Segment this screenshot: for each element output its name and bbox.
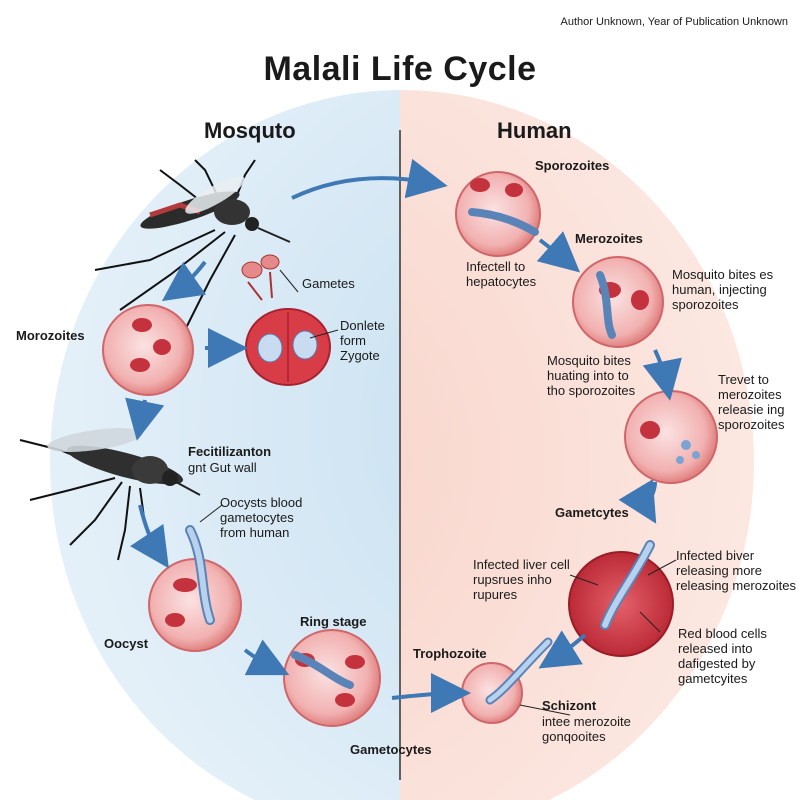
label-infected-biver: Infected biver releasing more releasing … [676, 548, 796, 593]
label-trevet: Trevet to merozoites releasie ing sporoz… [718, 372, 785, 432]
arrow-oocyst-to-ring [243, 639, 290, 676]
label-mosquito-bites: Mosquito bites huating into to tho sporo… [547, 353, 636, 398]
mosquito-half-background [50, 90, 400, 800]
arrow-sporozoite-to-merozoite [536, 231, 581, 273]
ring-stage-cell [283, 629, 381, 727]
label-infected-liver: Infected liver cell rupsrues inho rupure… [473, 557, 570, 602]
label-oocysts-blood: Oocysts blood gametocytes from human [220, 495, 303, 540]
label-gametocytes-bottom: Gametocytes [350, 742, 432, 757]
arrow-merozoite-to-liver [642, 349, 682, 401]
label-zygote: Donlete form Zygote [340, 318, 385, 363]
zygote-cell [245, 308, 331, 386]
section-heading-human: Human [497, 118, 572, 143]
mosquito-left-illustration [19, 428, 201, 561]
cycle-arrows [125, 158, 682, 714]
arrow-mosquito-to-oocyst [130, 504, 169, 569]
label-ring-stage: Ring stage [300, 614, 367, 629]
arrow-liver-to-rbc [618, 479, 657, 524]
section-heading-mosquito: Mosquto [204, 118, 296, 143]
label-trophozoite: Trophozoite [413, 646, 487, 661]
liver-cell [624, 390, 718, 484]
mosquito-top-illustration [94, 159, 291, 331]
arrow-mosquito-to-morozoites [161, 260, 207, 302]
sporozoite-cell [455, 171, 541, 257]
morozoite-cell [102, 304, 194, 396]
label-merozoites: Merozoites [575, 231, 643, 246]
label-fertilization: Fecitilizanton [188, 444, 272, 459]
callout-lines [199, 269, 677, 716]
arrow-morozoites-down [125, 397, 165, 441]
label-gut-wall: gnt Gut wall [188, 460, 257, 475]
label-sporozoites: Sporozoites [535, 158, 610, 173]
label-gametcytes: Gametcytes [555, 505, 629, 520]
label-mosquito-bites-es: Mosquito bites es human, injecting sporo… [672, 267, 774, 312]
label-oocyst: Oocyst [104, 636, 149, 651]
arrow-rbc-to-schizont [538, 630, 587, 669]
label-intee-merozoite: intee merozoite gonqooites [542, 714, 631, 744]
label-red-blood-cells: Red blood cells released into dafigested… [678, 626, 767, 686]
label-morozoites: Morozoites [16, 328, 85, 343]
label-schizont: Schizont [542, 698, 597, 713]
page-title: Malali Life Cycle [263, 50, 537, 88]
oocyst-cell [148, 525, 242, 652]
merozoite-cell [572, 256, 664, 348]
gamete-cells [241, 254, 280, 301]
red-blood-cell-large [568, 540, 674, 657]
author-credit: Author Unknown, Year of Publication Unkn… [560, 16, 788, 28]
label-gametes: Gametes [302, 276, 355, 291]
arrow-ring-to-human [391, 673, 471, 714]
label-infectell: Infectell to hepatocytes [466, 259, 537, 289]
arrow-mosquito-to-human [291, 158, 448, 200]
